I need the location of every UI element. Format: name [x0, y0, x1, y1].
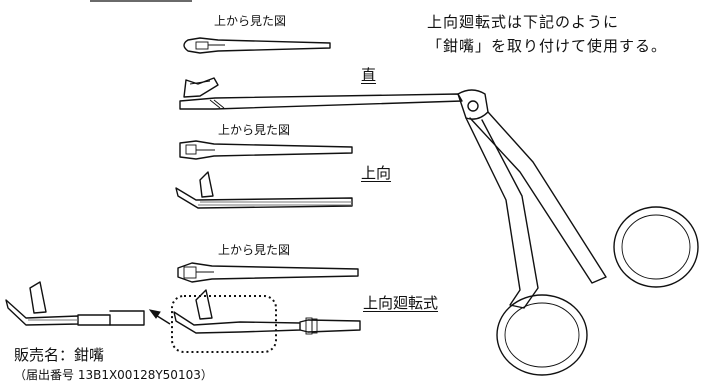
rotating-top-view-shaft: [177, 262, 359, 283]
usage-note: 上向廻転式は下記のように 「鉗嘴」を取り付けて使用する。: [427, 10, 719, 58]
upward-top-view-shaft: [179, 140, 353, 160]
tip-component-drawing: [5, 281, 145, 326]
usage-note-line-1: 上向廻転式は下記のように: [427, 13, 620, 31]
straight-top-view-shaft: [183, 37, 331, 54]
upward-forceps-side-view: [175, 171, 353, 209]
straight-forceps-with-handle: [179, 77, 699, 376]
usage-note-line-2: 「鉗嘴」を取り付けて使用する。: [427, 37, 668, 55]
top-view-label-upward: 上から見た図: [218, 123, 291, 137]
label-straight: 直: [361, 66, 377, 84]
top-view-label-straight: 上から見た図: [214, 14, 287, 28]
highlight-box: [171, 295, 277, 353]
pointer-arrow: [148, 309, 171, 325]
label-upward: 上向: [361, 164, 392, 182]
rotating-forceps-side-view: [173, 289, 361, 335]
label-upward-rotating: 上向廻転式: [363, 294, 439, 312]
product-name: 販売名：鉗嘴: [14, 346, 105, 364]
registration-number: （届出番号 13B1X00128Y50103）: [14, 368, 213, 382]
top-view-label-rotating: 上から見た図: [218, 243, 291, 257]
